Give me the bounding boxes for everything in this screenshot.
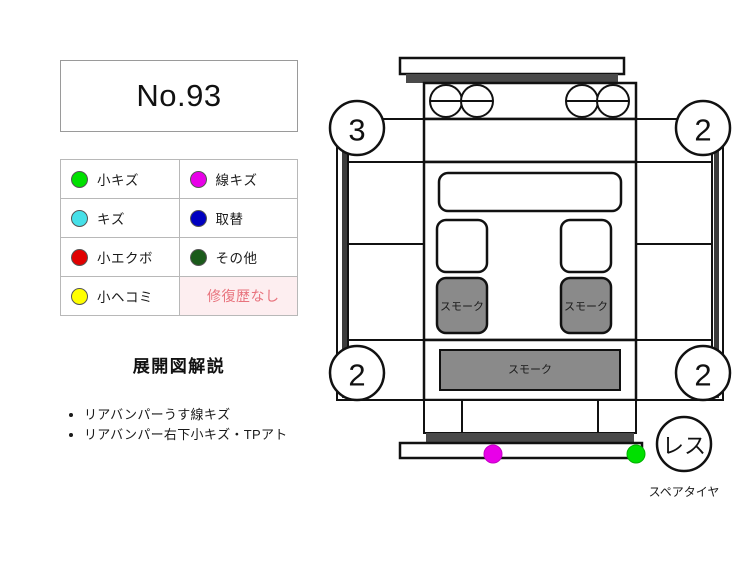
spare-tyre-caption: スペアタイヤ: [649, 485, 720, 499]
list-item: リアバンパーうす線キズ: [84, 405, 349, 425]
badge-rear-left-label: 2: [348, 358, 365, 393]
front-bumper-group: [398, 56, 626, 83]
badge-front-right-tyre: 2: [674, 99, 732, 157]
badge-spare-circle: [655, 415, 713, 473]
rear-left-window-label: スモーク: [440, 300, 484, 313]
badge-rear-left-tyre: 2: [328, 344, 386, 402]
legend-label-replacement: 取替: [215, 212, 244, 227]
left-rocker-bar-fill: [342, 132, 347, 398]
badge-front-left-circle: [328, 99, 386, 157]
rear-lower-left-cell: [423, 399, 463, 434]
legend-label-small-dimple: 小ヘコミ: [97, 290, 153, 305]
front-bumper-shadow: [406, 74, 618, 83]
badge-spare-tyre: レス: [655, 415, 713, 473]
front-grille-group: [422, 81, 638, 121]
rear-left-window-group: スモーク: [435, 276, 489, 335]
damage-mark-line-scratch: [483, 444, 503, 464]
front-right-door-panel: [635, 161, 713, 245]
legend-label-line-scratch: 線キズ: [215, 173, 258, 188]
table-row: 小キズ 線キズ: [60, 159, 298, 199]
front-left-window-glass: [435, 218, 489, 274]
rear-right-window-group: スモーク: [559, 276, 613, 335]
front-bumper-outer: [398, 56, 626, 76]
windshield-glass: [437, 171, 623, 213]
sheet-number-label: No.93: [136, 78, 222, 113]
badge-front-left-label: 3: [348, 113, 365, 148]
legend-dot-yellow: [71, 287, 88, 305]
left-info-panel: No.93 小キズ 線キズ: [0, 0, 330, 562]
badge-front-right-label: 2: [694, 113, 711, 148]
legend-dot-dark-green: [189, 248, 207, 266]
badge-rear-right-tyre: 2: [674, 344, 732, 402]
no-repair-history-label: 修復歴なし: [207, 288, 280, 304]
damage-legend-table: 小キズ 線キズ キズ: [60, 159, 298, 316]
badge-rear-right-label: 2: [694, 358, 711, 393]
list-item: リアバンパー右下小キズ・TPアト: [84, 425, 349, 445]
legend-dot-green: [71, 170, 88, 188]
badge-rear-left-circle: [328, 344, 386, 402]
rear-left-window-glass: [435, 276, 489, 335]
badge-rear-right-circle: [674, 344, 732, 402]
rear-left-door-panel: [347, 243, 425, 341]
legend-cell-small-dimple: 小ヘコミ: [60, 276, 180, 316]
rear-right-window-glass: [559, 276, 613, 335]
front-right-window-glass: [559, 218, 613, 274]
rear-lower-panel-group: [423, 399, 637, 434]
badge-front-right-circle: [674, 99, 732, 157]
hood-panel: [422, 117, 638, 164]
sheet-number-box: No.93: [60, 60, 298, 132]
right-rocker-bar-fill: [714, 132, 719, 398]
badge-spare-label: レス: [662, 434, 706, 459]
legend-dot-red: [71, 248, 88, 266]
rear-right-door-panel: [635, 243, 713, 341]
right-side-panels: [635, 129, 724, 401]
trunk-lid-group: スモーク: [422, 338, 638, 402]
legend-label-other: その他: [215, 251, 258, 266]
rear-bumper-group: [398, 433, 644, 460]
no-repair-history-badge: 修復歴なし: [178, 276, 298, 316]
legend-cell-scratch: キズ: [60, 198, 180, 238]
rear-windshield-label: スモーク: [508, 363, 552, 376]
description-heading: 展開図解説: [132, 357, 226, 376]
legend-cell-replacement: 取替: [178, 198, 298, 238]
table-row: 小エクボ その他: [60, 237, 298, 277]
rear-lower-right-cell: [597, 399, 637, 434]
legend-dot-magenta: [189, 170, 207, 188]
legend-dot-navy: [189, 209, 207, 227]
rear-windshield-glass: [439, 349, 621, 391]
damage-mark-small-scratch: [626, 444, 646, 464]
legend-cell-other: その他: [178, 237, 298, 277]
table-row: キズ 取替: [60, 198, 298, 238]
front-left-door-panel: [347, 161, 425, 245]
rear-bumper-outer: [398, 441, 644, 460]
legend-cell-line-scratch: 線キズ: [178, 159, 298, 199]
description-list: リアバンパーうす線キズ リアバンパー右下小キズ・TPアト: [60, 405, 349, 445]
rear-bumper-shadow: [426, 433, 634, 443]
legend-cell-small-scratch: 小キズ: [60, 159, 180, 199]
legend-label-scratch: キズ: [97, 212, 125, 227]
rear-lower-center-cell: [461, 399, 599, 434]
legend-label-small-dent: 小エクボ: [97, 251, 153, 266]
vehicle-exploded-diagram: スモーク スモーク スモーク: [326, 40, 736, 520]
table-row: 小ヘコミ 修復歴なし: [60, 276, 298, 316]
legend-dot-cyan: [71, 209, 88, 227]
legend-label-small-scratch: 小キズ: [97, 173, 139, 188]
legend-cell-small-dent: 小エクボ: [60, 237, 180, 277]
rear-right-window-label: スモーク: [564, 300, 608, 313]
badge-front-left-tyre: 3: [328, 99, 386, 157]
